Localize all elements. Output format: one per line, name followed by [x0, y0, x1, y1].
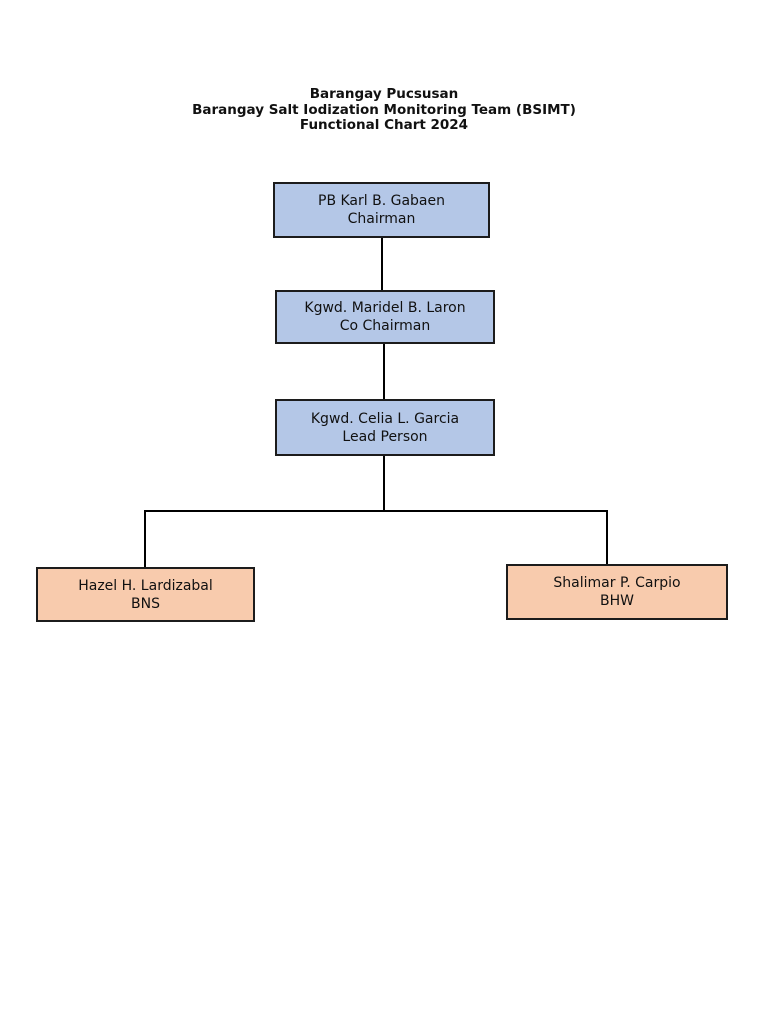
person-role: Lead Person — [342, 428, 428, 445]
org-node-bhw: Shalimar P. Carpio BHW — [506, 564, 728, 620]
person-role: Chairman — [347, 211, 416, 227]
chart-title: Barangay Pucsusan Barangay Salt Iodizati… — [0, 86, 768, 134]
connector-branch-to-bns — [144, 510, 146, 567]
chart-title-line-2: Barangay Salt Iodization Monitoring Team… — [192, 101, 576, 118]
person-name: Kgwd. Celia L. Garcia — [310, 410, 460, 427]
person-role: BHW — [600, 593, 634, 609]
connector-chairman-to-cochairman — [381, 238, 383, 290]
org-node-lead-person: Kgwd. Celia L. Garcia Lead Person — [275, 399, 495, 456]
person-name: Shalimar P. Carpio — [553, 575, 681, 591]
person-name: PB Karl B. Gabaen — [318, 193, 445, 209]
person-name: Kgwd. Maridel B. Laron — [304, 300, 466, 316]
connector-leadperson-stem — [383, 456, 385, 511]
chart-title-line-1: Barangay Pucsusan — [309, 86, 459, 102]
person-role: Co Chairman — [339, 318, 431, 334]
person-role: BNS — [131, 595, 160, 612]
chart-title-line-3: Functional Chart 2024 — [299, 117, 469, 133]
person-name: Hazel H. Lardizabal — [78, 577, 213, 594]
org-node-co-chairman: Kgwd. Maridel B. Laron Co Chairman — [275, 290, 495, 344]
org-node-chairman: PB Karl B. Gabaen Chairman — [273, 182, 490, 238]
connector-branch-horizontal — [144, 510, 608, 512]
connector-branch-to-bhw — [606, 510, 608, 564]
org-node-bns: Hazel H. Lardizabal BNS — [36, 567, 255, 622]
connector-cochairman-to-leadperson — [383, 344, 385, 399]
